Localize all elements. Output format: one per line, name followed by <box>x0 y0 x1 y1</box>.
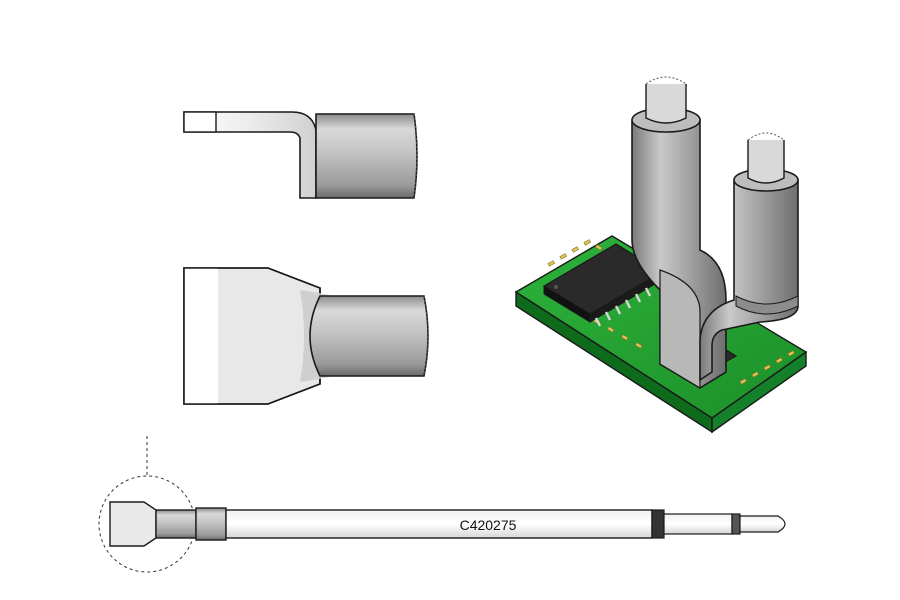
application-tip-short <box>699 132 799 382</box>
cartridge-rear-shaft <box>663 513 733 535</box>
cartridge-neck <box>155 509 197 539</box>
cartridge-blade <box>109 501 157 547</box>
cartridge-shaft <box>225 509 653 539</box>
pcb-desoldering-illustration-icon <box>514 76 808 434</box>
cartridge-icon: C420275 <box>98 436 786 573</box>
tip-top-view-icon <box>183 267 429 405</box>
application-tip-tall <box>631 76 727 390</box>
top-view-blade-tip <box>184 268 218 404</box>
side-view-body-break <box>413 113 418 199</box>
top-view-body <box>309 295 429 377</box>
cartridge-collar <box>195 507 227 541</box>
cartridge-dark-band <box>651 509 665 539</box>
ic-chip-main <box>542 243 664 327</box>
part-number-label: C420275 <box>460 517 517 533</box>
side-view-blade-edge <box>183 111 217 133</box>
side-view-body <box>315 113 418 199</box>
tip-side-view-icon <box>183 111 418 199</box>
cartridge-rear-band <box>731 513 741 535</box>
cartridge-pin <box>739 515 786 533</box>
